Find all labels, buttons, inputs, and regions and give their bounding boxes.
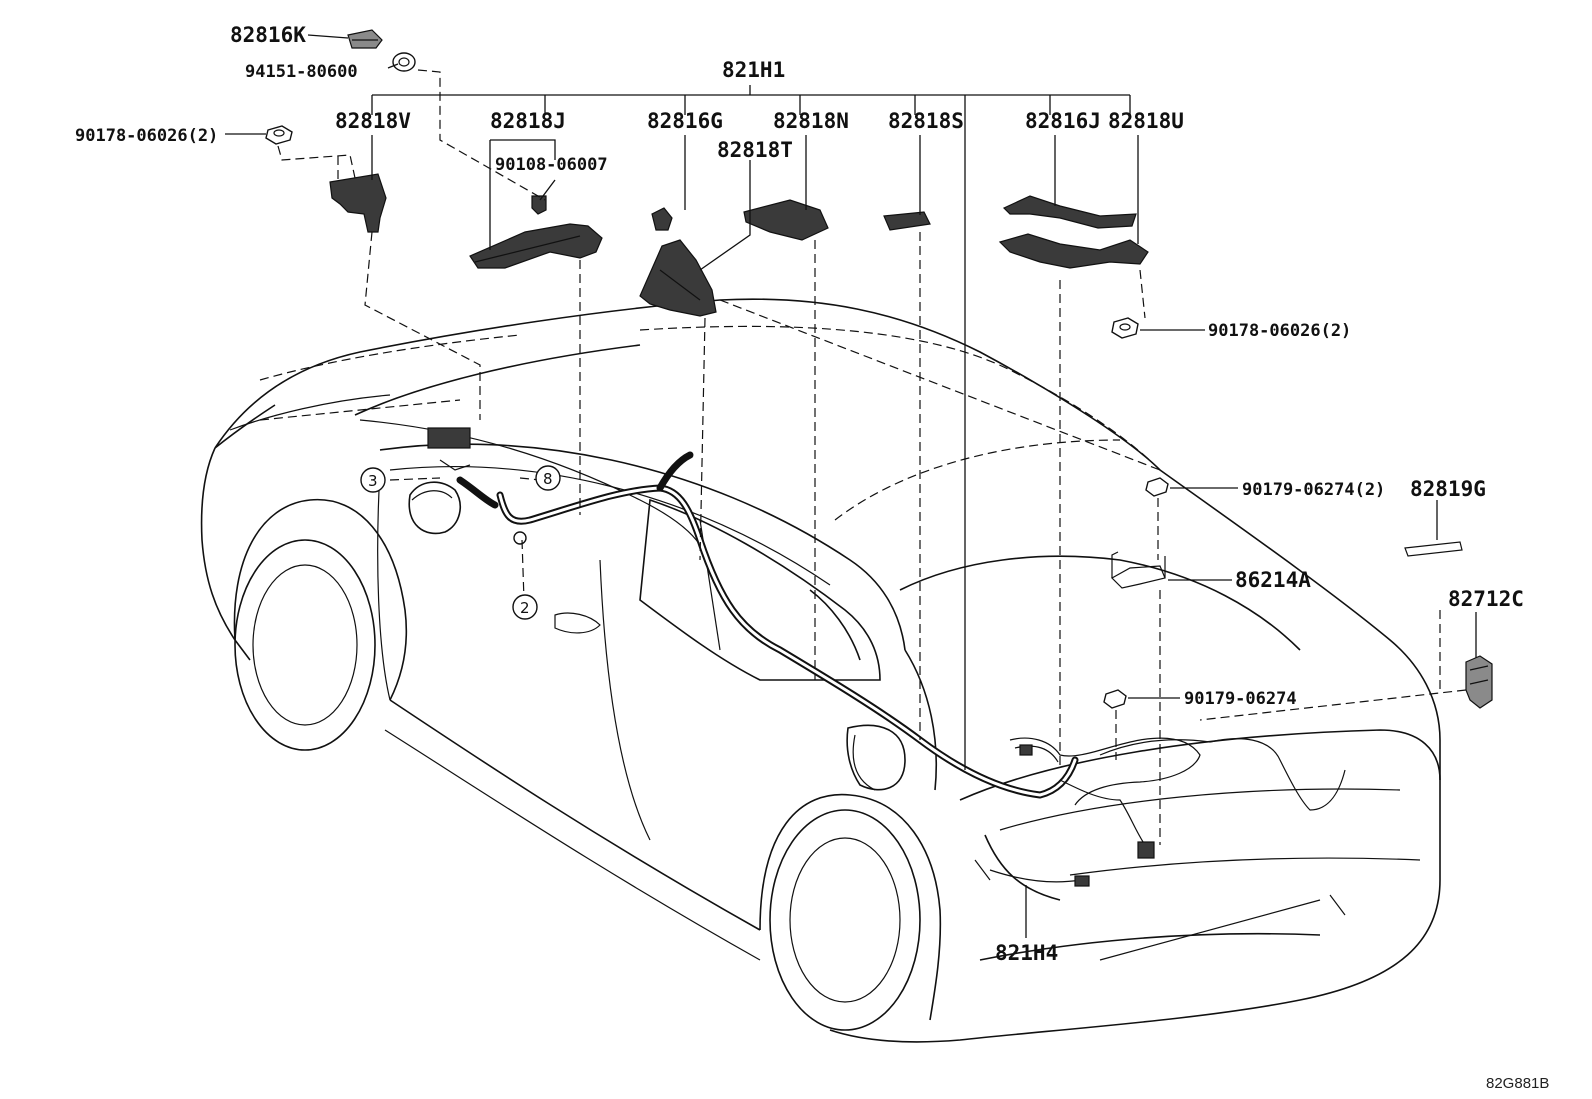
label-90179-06274-2: 90179-06274(2) <box>1242 480 1385 500</box>
bracket-82818u-icon <box>998 233 1149 269</box>
nut-90178-06026-right-icon <box>1111 317 1139 339</box>
bolt-90108-06007-icon <box>531 195 547 215</box>
bracket-82818v-icon <box>329 173 387 233</box>
label-90178-06026-right: 90178-06026(2) <box>1208 321 1351 341</box>
label-82819g-icon <box>1404 541 1463 557</box>
clip-82816g-icon <box>651 207 673 231</box>
label-82816k: 82816K <box>230 23 306 47</box>
diagram-code: 82G881B <box>1486 1075 1549 1092</box>
bracket-82818t-icon <box>639 239 717 317</box>
nut-90179-06274-icon <box>1103 689 1127 709</box>
bracket-82712c-icon <box>1465 655 1493 709</box>
nut-94151-80600-icon <box>392 52 416 72</box>
label-86214a: 86214A <box>1235 568 1311 592</box>
callout-2: 2 <box>512 594 538 620</box>
label-82816j: 82816J <box>1025 109 1101 133</box>
front-connectors-icon <box>427 427 527 545</box>
callout-3: 3 <box>360 467 386 493</box>
label-821h1: 821H1 <box>722 58 785 82</box>
wire-harness-821h4 <box>989 737 1346 887</box>
label-82818t: 82818T <box>717 138 793 162</box>
label-82816g: 82816G <box>647 109 723 133</box>
label-82818v: 82818V <box>335 109 411 133</box>
label-82818u: 82818U <box>1108 109 1184 133</box>
bracket-82818n-icon <box>743 199 829 241</box>
connector-82818s-icon <box>883 211 931 231</box>
bracket-82818j-icon <box>469 223 603 269</box>
label-821h4: 821H4 <box>995 941 1058 965</box>
label-94151-80600: 94151-80600 <box>245 62 358 82</box>
label-82818s: 82818S <box>888 109 964 133</box>
nut-90178-06026-left-icon <box>265 125 293 145</box>
wire-harness-821h1 <box>456 451 1079 799</box>
label-82818j: 82818J <box>490 109 566 133</box>
leader-lines <box>225 34 1477 938</box>
callout-8: 8 <box>535 465 561 491</box>
label-90179-06274: 90179-06274 <box>1184 689 1297 709</box>
label-90108-06007: 90108-06007 <box>495 155 608 175</box>
nut-90179-06274-2-icon <box>1145 477 1169 497</box>
label-82819g: 82819G <box>1410 477 1486 501</box>
clip-82816k-icon <box>347 29 383 49</box>
bracket-82816j-icon <box>1002 195 1137 229</box>
callout-3-text: 3 <box>368 472 378 490</box>
callout-2-text: 2 <box>520 599 530 617</box>
bracket-86214a-icon <box>1111 551 1166 589</box>
label-82712c: 82712C <box>1448 587 1524 611</box>
label-82818n: 82818N <box>773 109 849 133</box>
callout-8-text: 8 <box>543 470 553 488</box>
car-body-outline <box>200 298 1441 1043</box>
label-90178-06026-left: 90178-06026(2) <box>75 126 218 146</box>
